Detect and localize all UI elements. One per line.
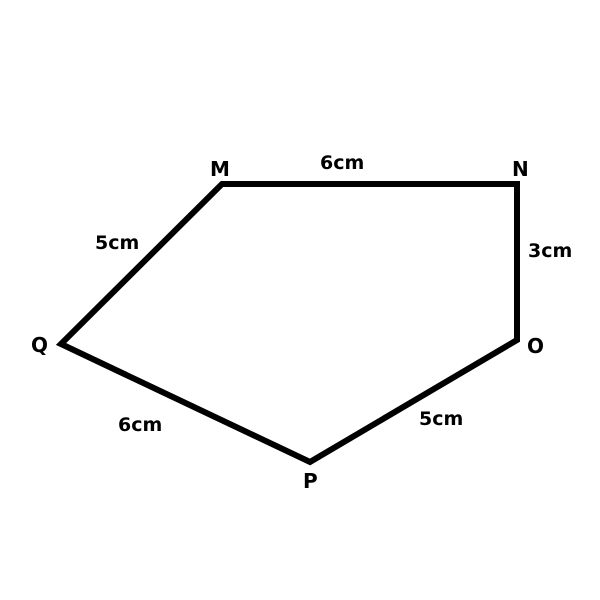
pentagon-outline [55, 181, 520, 466]
edge-label-pq: 6cm [118, 414, 162, 436]
vertex-label-p: P [303, 469, 318, 493]
edge-label-qm: 5cm [95, 232, 139, 254]
edge-label-no: 3cm [528, 240, 572, 262]
edge-label-mn: 6cm [320, 152, 364, 174]
edge-label-op: 5cm [419, 408, 463, 430]
vertex-label-n: N [512, 157, 529, 181]
vertex-label-m: M [210, 157, 230, 181]
vertex-label-q: Q [31, 333, 48, 357]
vertex-label-o: O [527, 334, 544, 358]
